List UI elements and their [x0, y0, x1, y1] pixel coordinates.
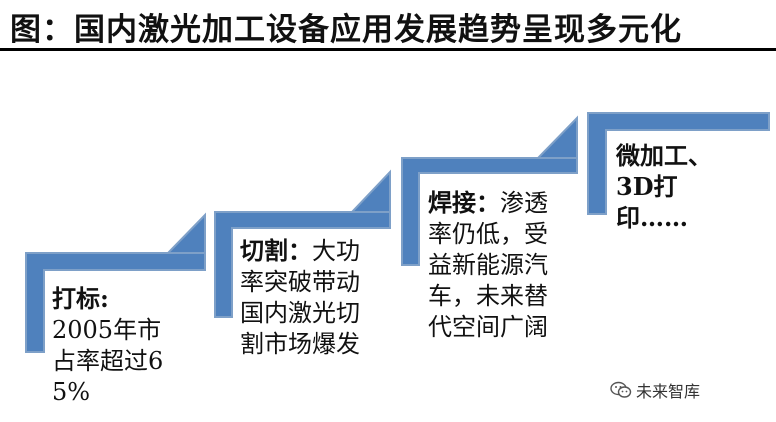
page-title: 图：国内激光加工设备应用发展趋势呈现多元化 — [10, 12, 682, 48]
step-1-shape — [25, 212, 206, 353]
step-2-heading: 切割： — [240, 236, 312, 265]
watermark-text: 未来智库 — [636, 382, 701, 401]
step-1-text: 打标: 2005年市占率超过65% — [52, 283, 182, 408]
step-3-body: 渗透率仍低，受益新能源汽车，未来替代空间广阔 — [428, 189, 548, 341]
step-2-text: 切割：大功率突破带动国内激光切割市场爆发 — [240, 235, 366, 360]
wechat-icon — [610, 381, 632, 398]
step-3-text: 焊接：渗透率仍低，受益新能源汽车，未来替代空间广阔 — [428, 187, 554, 343]
step-2-body: 大功率突破带动国内激光切割市场爆发 — [240, 237, 360, 358]
step-4-body: 微加工、3D打印…… — [616, 141, 712, 232]
title-underline — [0, 48, 776, 51]
step-2-shape — [214, 169, 391, 318]
step-3-shape — [401, 115, 578, 266]
step-1-body: 2005年市占率超过65% — [52, 316, 164, 406]
step-4-shape — [587, 112, 770, 215]
watermark: 未来智库 — [610, 378, 700, 402]
step-1-heading: 打标: — [52, 284, 109, 313]
step-4-text: 微加工、3D打印…… — [616, 140, 720, 233]
step-3-heading: 焊接： — [428, 188, 500, 217]
